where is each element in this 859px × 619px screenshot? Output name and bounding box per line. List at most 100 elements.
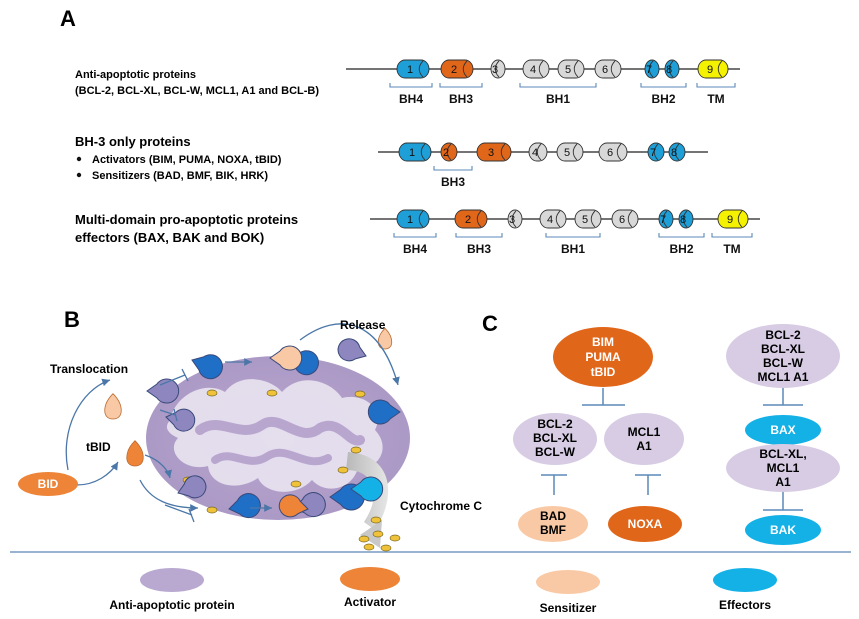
anti-right2-a1: A1 (775, 475, 791, 489)
region-bracket (658, 233, 705, 238)
region-label: BH2 (651, 92, 675, 106)
release-arrow (299, 323, 400, 386)
activator-puma: PUMA (585, 350, 621, 364)
cristae-fold (195, 416, 365, 446)
activators-ellipse (553, 327, 653, 387)
domain-number-label: 1 (407, 214, 413, 226)
effector-pacman (350, 476, 384, 502)
anti-mcl1-ellipse (604, 413, 684, 465)
anti-right2-mcl1: MCL1 (767, 461, 800, 475)
effector-pacman (367, 399, 401, 425)
panel-a-letter: A (60, 6, 76, 31)
domain-number-label: 3 (509, 214, 515, 226)
bak-label: BAK (770, 523, 796, 537)
domain-3 (490, 59, 506, 79)
domain-number-label: 1 (407, 64, 413, 76)
domain-1 (396, 59, 430, 79)
domain-9 (717, 209, 749, 229)
domain-cylinder-edge (418, 60, 424, 78)
activator-bound-pacman (278, 494, 309, 518)
domain-cylinder-edge (648, 60, 654, 78)
translocation-label: Translocation (50, 362, 128, 376)
domain-cylinder-edge (674, 143, 680, 161)
release-label: Release (340, 318, 386, 332)
domain-number-label: 6 (619, 214, 625, 226)
cytochrome-c-dot (389, 534, 401, 542)
region-label: BH4 (399, 92, 423, 106)
region-label: BH3 (441, 175, 465, 189)
domain-number-label: 7 (650, 147, 656, 159)
cytochrome-c-dot (380, 544, 392, 552)
row2-title: BH-3 only proteins (75, 134, 191, 149)
effector-pacman (191, 354, 223, 380)
region-bracket (696, 83, 736, 88)
domain-cylinder-edge (555, 210, 561, 228)
domain-number-label: 1 (409, 147, 415, 159)
region-bracket (455, 233, 503, 238)
anti-right-bclw: BCL-W (763, 356, 804, 370)
anti-apoptotic-pacman (177, 475, 207, 499)
legend-activator-swatch (340, 567, 400, 591)
domain-2 (440, 59, 474, 79)
domain-number-label: 3 (488, 147, 494, 159)
domain-cylinder-edge (737, 210, 743, 228)
noxa-label: NOXA (628, 517, 663, 531)
domain-cylinder-edge (590, 210, 596, 228)
cytochrome-arrowhead (360, 520, 382, 548)
anti-right2-bclxl: BCL-XL, (759, 447, 806, 461)
domain-number-label: 6 (602, 64, 608, 76)
domain-7 (658, 209, 674, 229)
panel-b-arrows (65, 323, 400, 512)
domain-cylinder-edge (610, 60, 616, 78)
cytochrome-c-dot (206, 389, 218, 397)
anti-right-bcl2: BCL-2 (765, 328, 801, 342)
activator-bound-pacman (269, 345, 303, 371)
cytochrome-label: Cytochrome C (400, 499, 482, 513)
domain-9 (697, 59, 729, 79)
bullet-icon (76, 172, 82, 178)
bid-label: BID (38, 477, 59, 491)
domain-cylinder-edge (682, 210, 688, 228)
domain-cylinder-edge (573, 60, 579, 78)
panel-b-proteins (104, 327, 401, 519)
domain-4 (522, 59, 550, 79)
released-activator-drop (377, 327, 393, 350)
anti-apoptotic-pacman (146, 378, 180, 404)
domain-cylinder-edge (662, 210, 668, 228)
domain-6 (594, 59, 622, 79)
bid-cleavage-arrow (76, 461, 119, 486)
activator-drop (104, 393, 122, 420)
domain-number-label: 7 (660, 214, 666, 226)
tbid-arrow-inner (144, 454, 172, 479)
domain-number-label: 8 (680, 214, 686, 226)
panel-b-inhibition-bars (159, 368, 195, 523)
bax-ellipse (745, 415, 821, 445)
domain-number-label: 4 (547, 214, 553, 226)
anti-right-bclxl: BCL-XL (761, 342, 805, 356)
domain-cylinder-edge (494, 60, 500, 78)
domain-cylinder-edge (462, 60, 468, 78)
domain-8 (668, 142, 686, 162)
domain-number-label: 8 (671, 147, 677, 159)
domain-cylinder-edge (538, 60, 544, 78)
bullet-icon (76, 156, 82, 162)
mitochondrion-cristae (166, 379, 383, 492)
region-bracket (433, 166, 473, 171)
cytochrome-c-dot (206, 506, 218, 514)
cytochrome-c-dot (350, 446, 362, 454)
domain-5 (574, 209, 602, 229)
domain-5 (556, 142, 584, 162)
panel-b-letter: B (64, 307, 80, 332)
sensitizer-bad: BAD (540, 509, 566, 523)
region-bracket (711, 233, 753, 238)
region-label: TM (723, 242, 740, 256)
domain-1 (396, 209, 430, 229)
region-label: BH1 (561, 242, 585, 256)
row1-desc-line1: Anti-apoptotic proteins (75, 69, 196, 81)
sensitizer-ellipse (518, 506, 588, 542)
region-bracket (393, 233, 437, 238)
panel-c-inhibitions (541, 388, 803, 511)
domain-cylinder-edge (420, 143, 426, 161)
